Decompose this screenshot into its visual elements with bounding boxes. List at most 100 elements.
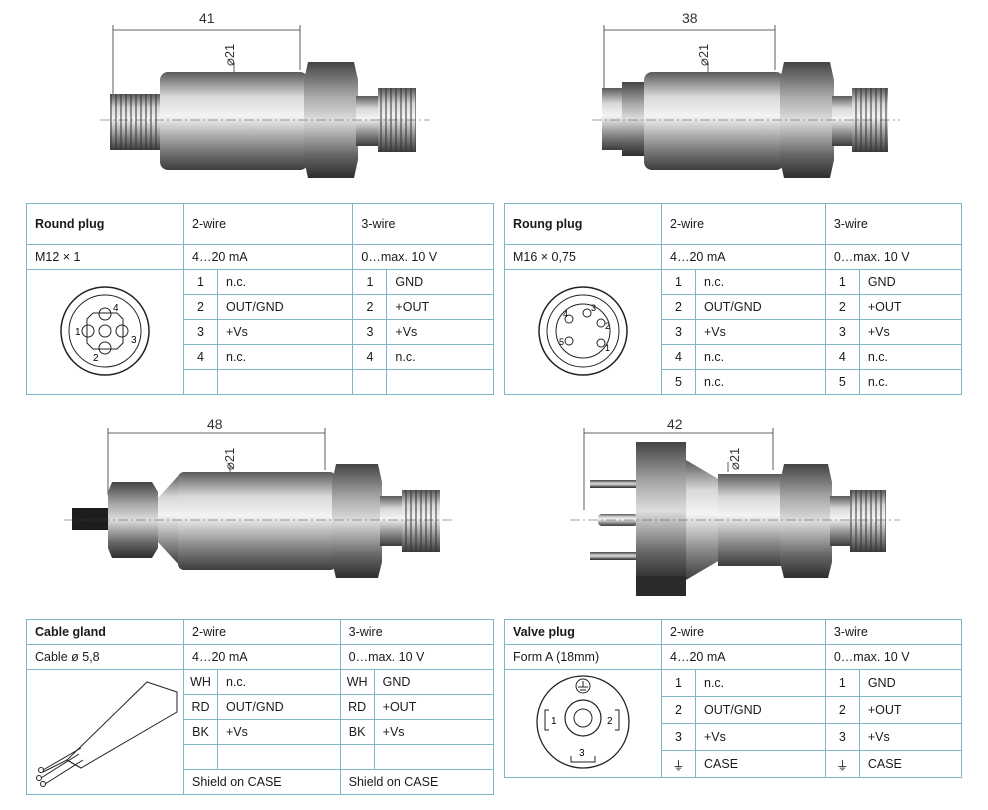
dimension-label: 41 bbox=[199, 10, 215, 26]
diameter-label: ⌀21 bbox=[696, 43, 711, 66]
pin-function: +OUT bbox=[858, 696, 963, 724]
col-header: 2-wire bbox=[183, 619, 341, 645]
pin-number: 2 bbox=[824, 294, 860, 320]
pinout-diagram: 1 2 3 bbox=[504, 669, 662, 778]
signal-range: 4…20 mA bbox=[661, 244, 826, 270]
pin-label: 1 bbox=[75, 327, 81, 338]
wire-function: +Vs bbox=[217, 719, 341, 745]
col-header: 3-wire bbox=[339, 619, 495, 645]
pin-number bbox=[183, 369, 218, 395]
pin-label: 1 bbox=[605, 343, 610, 353]
pin-function: +OUT bbox=[386, 294, 494, 320]
wire-function bbox=[373, 744, 495, 770]
pin-number bbox=[352, 369, 388, 395]
cable-gland-table: Cable gland 2-wire 3-wire Cable ø 5,8 4…… bbox=[26, 619, 495, 795]
pin-number: 2 bbox=[661, 696, 696, 724]
pin-number: 3 bbox=[661, 723, 696, 751]
pin-number: 2 bbox=[352, 294, 388, 320]
pin-function: GND bbox=[858, 269, 963, 295]
pin-number: 3 bbox=[352, 319, 388, 345]
wire-function bbox=[217, 744, 341, 770]
pin-function: n.c. bbox=[216, 344, 354, 370]
pin-number: 1 bbox=[352, 269, 388, 295]
pin-function bbox=[386, 369, 494, 395]
pin-number: 3 bbox=[824, 319, 860, 345]
pin-label: 1 bbox=[551, 716, 557, 727]
pin-function: +Vs bbox=[386, 319, 494, 345]
pin-label: 5 bbox=[559, 337, 564, 347]
valve-plug-table: Valve plug 2-wire 3-wire Form A (18mm) 4… bbox=[504, 619, 963, 778]
shield-note: Shield on CASE bbox=[339, 769, 495, 795]
pin-label: 3 bbox=[591, 303, 596, 313]
dimension-label: 48 bbox=[207, 416, 223, 432]
pin-function: n.c. bbox=[386, 344, 494, 370]
pin-function: +Vs bbox=[695, 319, 826, 345]
dimension-label: 42 bbox=[667, 416, 683, 432]
pin-function: n.c. bbox=[695, 269, 826, 295]
pinout-diagram: 1 2 3 4 bbox=[26, 269, 184, 395]
pin-number: 3 bbox=[661, 319, 696, 345]
pin-function: GND bbox=[858, 669, 963, 697]
pin-function: n.c. bbox=[695, 344, 826, 370]
pin-label: 2 bbox=[93, 353, 99, 364]
roung-plug-table: Roung plug 2-wire 3-wire M16 × 0,75 4…20… bbox=[504, 203, 963, 395]
pin-number: 2 bbox=[183, 294, 218, 320]
pin-number: 3 bbox=[824, 723, 860, 751]
pin-number: 1 bbox=[824, 269, 860, 295]
pinout-diagram: 1 2 3 4 5 bbox=[504, 269, 662, 395]
signal-range: 0…max. 10 V bbox=[352, 244, 494, 270]
signal-range: 4…20 mA bbox=[183, 644, 341, 670]
pin-label: 2 bbox=[607, 716, 613, 727]
wire-color: WH bbox=[339, 669, 375, 695]
pin-function: +Vs bbox=[858, 723, 963, 751]
pin-label: 3 bbox=[579, 748, 585, 759]
pin-function: n.c. bbox=[858, 344, 963, 370]
wire-color: RD bbox=[339, 694, 375, 720]
col-header: 2-wire bbox=[661, 203, 826, 245]
pin-label: 2 bbox=[605, 321, 610, 331]
cable-illustration bbox=[26, 669, 184, 795]
wire-function: +OUT bbox=[373, 694, 495, 720]
pin-number: 5 bbox=[661, 369, 696, 395]
pin-number: 4 bbox=[352, 344, 388, 370]
pin-number: 4 bbox=[661, 344, 696, 370]
sensor-round-plug-m12 bbox=[100, 25, 430, 178]
diameter-label: ⌀21 bbox=[727, 447, 742, 470]
pin-function: +Vs bbox=[858, 319, 963, 345]
wire-color bbox=[339, 744, 375, 770]
connector-type: Form A (18mm) bbox=[504, 644, 662, 670]
pin-label: 4 bbox=[563, 309, 568, 319]
wire-function: OUT/GND bbox=[217, 694, 341, 720]
pin-number: 4 bbox=[824, 344, 860, 370]
pin-function: +OUT bbox=[858, 294, 963, 320]
pin-number: 1 bbox=[661, 269, 696, 295]
pin-number: 1 bbox=[661, 669, 696, 697]
table-title: Cable gland bbox=[26, 619, 184, 645]
col-header: 2-wire bbox=[182, 203, 354, 245]
pin-number: 3 bbox=[183, 319, 218, 345]
dimension-label: 38 bbox=[682, 10, 698, 26]
pin-number: 2 bbox=[661, 294, 696, 320]
connector-type: Cable ø 5,8 bbox=[26, 644, 184, 670]
wire-color: RD bbox=[183, 694, 218, 720]
diameter-label: ⌀21 bbox=[222, 447, 237, 470]
col-header: 3-wire bbox=[352, 203, 494, 245]
pin-number: 2 bbox=[824, 696, 860, 724]
ground-icon: ⏚ bbox=[824, 750, 860, 778]
round-plug-table: Round plug 2-wire 3-wire M12 × 1 4…20 mA… bbox=[26, 203, 494, 395]
signal-range: 4…20 mA bbox=[661, 644, 826, 670]
pin-function: +Vs bbox=[216, 319, 354, 345]
pin-function: n.c. bbox=[858, 369, 963, 395]
pin-function: n.c. bbox=[695, 369, 826, 395]
col-header: 3-wire bbox=[824, 619, 963, 645]
sensor-valve-plug bbox=[570, 428, 900, 596]
pin-number: 1 bbox=[824, 669, 860, 697]
diameter-label: ⌀21 bbox=[222, 43, 237, 66]
wire-function: GND bbox=[373, 669, 495, 695]
pin-function: +Vs bbox=[695, 723, 826, 751]
connector-type: M16 × 0,75 bbox=[504, 244, 662, 270]
pin-function: OUT/GND bbox=[695, 696, 826, 724]
wire-color: BK bbox=[183, 719, 218, 745]
pin-function: CASE bbox=[695, 750, 826, 778]
